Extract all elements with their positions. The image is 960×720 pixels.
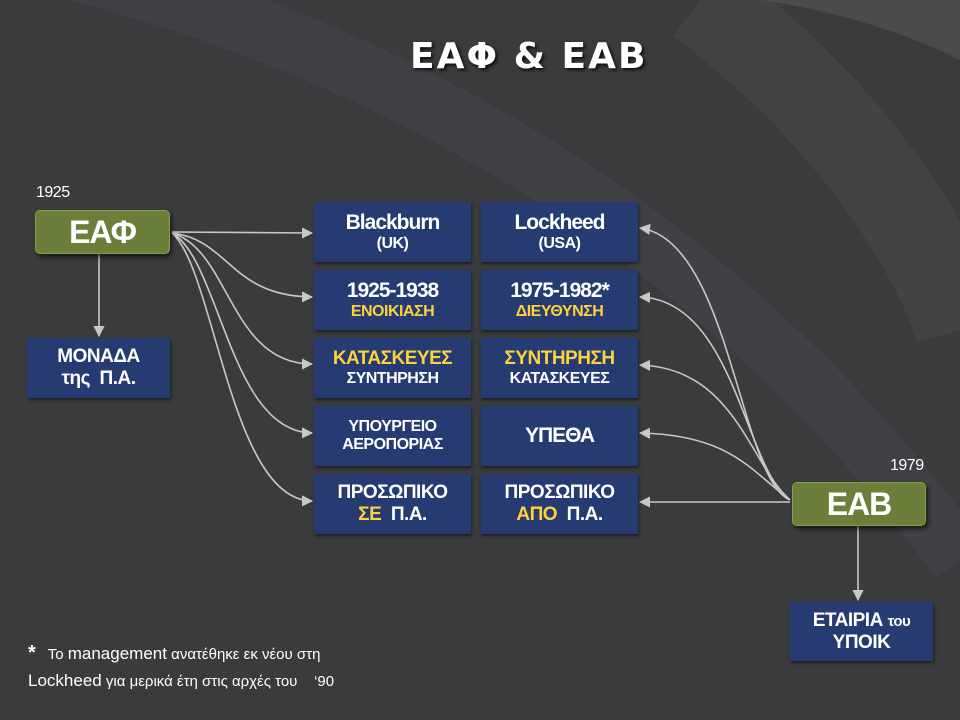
footnote-l2a: Lockheed: [28, 671, 102, 690]
cell-1975-1982: 1975-1982* ΔΙΕΥΘΥΝΣΗ: [481, 270, 638, 330]
cell-syntirisi-l2: ΚΑΤΑΣΚΕΥΕΣ: [509, 369, 610, 387]
eaf-to-kataskeves: [171, 232, 314, 370]
etairia-line1-small: του: [887, 612, 911, 630]
eaf-arrows: [93, 227, 314, 507]
bg-arc-top: [760, 0, 960, 60]
cell-1975-l1: 1975-1982*: [510, 278, 610, 302]
footnote-l2b: για μερικά έτη στις αρχές του: [105, 673, 298, 690]
year-1925: 1925: [36, 184, 70, 201]
etairia-box: ΕΤΑΙΡΙΑ του ΥΠΟΙΚ: [790, 602, 933, 661]
footnote-l1c: ανατέθηκε εκ νέου στη: [171, 646, 321, 663]
cell-lockheed-l1: Lockheed: [514, 210, 605, 234]
bg-arc-right: [672, 0, 960, 344]
eab-box: ΕΑΒ: [792, 482, 926, 526]
cell-ypourgeio: ΥΠΟΥΡΓΕΙΟ ΑΕΡΟΠΟΡΙΑΣ: [314, 406, 471, 466]
cell-prosopiko-se-l1: ΠΡΟΣΩΠΙΚΟ: [337, 482, 448, 504]
cell-1975-l2: ΔΙΕΥΘΥΝΣΗ: [515, 302, 604, 320]
cell-1925-l1: 1925-1938: [346, 278, 439, 302]
etairia-line1: ΕΤΑΙΡΙΑ: [812, 609, 884, 631]
cell-kataskeves-l2: ΣΥΝΤΗΡΗΣΗ: [346, 369, 439, 387]
monada-line1: ΜΟΝΑΔΑ: [57, 346, 140, 368]
footnote-l1b: management: [67, 644, 167, 663]
eaf-to-blackburn: [171, 227, 314, 239]
cell-1925-l2: ΕΝΟΙΚΙΑΣΗ: [350, 302, 435, 320]
cell-syntirisi: ΣΥΝΤΗΡΗΣΗ ΚΑΤΑΣΚΕΥΕΣ: [481, 338, 638, 398]
monada-box: ΜΟΝΑΔΑ της Π.Α.: [27, 338, 170, 398]
cell-prosopiko-apo-l2b: Π.Α.: [566, 504, 604, 525]
year-1979: 1979: [890, 457, 924, 474]
cell-blackburn: Blackburn (UK): [314, 202, 471, 262]
eab-to-ypetha: [638, 427, 791, 501]
cell-1925-1938: 1925-1938 ΕΝΟΙΚΙΑΣΗ: [314, 270, 471, 330]
monada-line2: της Π.Α.: [61, 368, 136, 389]
eaf-to-ypourgeio: [171, 232, 314, 439]
cell-ypourgeio-l1: ΥΠΟΥΡΓΕΙΟ: [348, 417, 437, 435]
eaf-box: ΕΑΦ: [35, 210, 170, 254]
bg-arc-large: [67, 0, 960, 578]
cell-prosopiko-apo-l2a: ΑΠΟ: [516, 504, 558, 525]
cell-lockheed: Lockheed (USA): [481, 202, 638, 262]
footnote-star: *: [28, 642, 36, 664]
footnote-l1a: Το: [47, 646, 64, 663]
eab-to-lockheed: [638, 223, 791, 501]
footnote-l2c: ‘90: [314, 673, 335, 690]
cell-syntirisi-l1: ΣΥΝΤΗΡΗΣΗ: [504, 347, 615, 369]
cell-blackburn-l1: Blackburn: [345, 210, 441, 234]
cell-ypourgeio-l2: ΑΕΡΟΠΟΡΙΑΣ: [342, 436, 443, 453]
etairia-line2: ΥΠΟΙΚ: [832, 631, 891, 653]
footnote: * Το management ανατέθηκε εκ νέου στη Lo…: [28, 638, 334, 694]
cell-prosopiko-se: ΠΡΟΣΩΠΙΚΟ ΣΕ Π.Α.: [314, 474, 471, 534]
cell-kataskeves-l1: ΚΑΤΑΣΚΕΥΕΣ: [332, 347, 453, 369]
eaf-to-prosopiko: [171, 232, 314, 507]
cell-lockheed-l2: (USA): [538, 234, 581, 252]
eab-to-syntirisi: [638, 359, 791, 501]
cell-prosopiko-apo-l1: ΠΡΟΣΩΠΙΚΟ: [504, 482, 615, 504]
cell-prosopiko-se-l2a: ΣΕ: [358, 504, 382, 525]
eab-arrows: [638, 223, 864, 602]
cell-ypetha-l1: ΥΠΕΘΑ: [524, 423, 595, 447]
eaf-label: ΕΑΦ: [69, 213, 137, 250]
cell-kataskeves: ΚΑΤΑΣΚΕΥΕΣ ΣΥΝΤΗΡΗΣΗ: [314, 338, 471, 398]
cell-prosopiko-apo: ΠΡΟΣΩΠΙΚΟ ΑΠΟ Π.Α.: [481, 474, 638, 534]
cell-ypetha: ΥΠΕΘΑ: [481, 406, 638, 466]
eaf-to-1925: [171, 232, 314, 303]
cell-prosopiko-se-l2b: Π.Α.: [390, 504, 428, 525]
cell-blackburn-l2: (UK): [376, 234, 409, 252]
eab-label: ΕΑΒ: [826, 485, 893, 522]
page-title: ΕΑΦ & ΕΑΒ: [410, 36, 648, 77]
